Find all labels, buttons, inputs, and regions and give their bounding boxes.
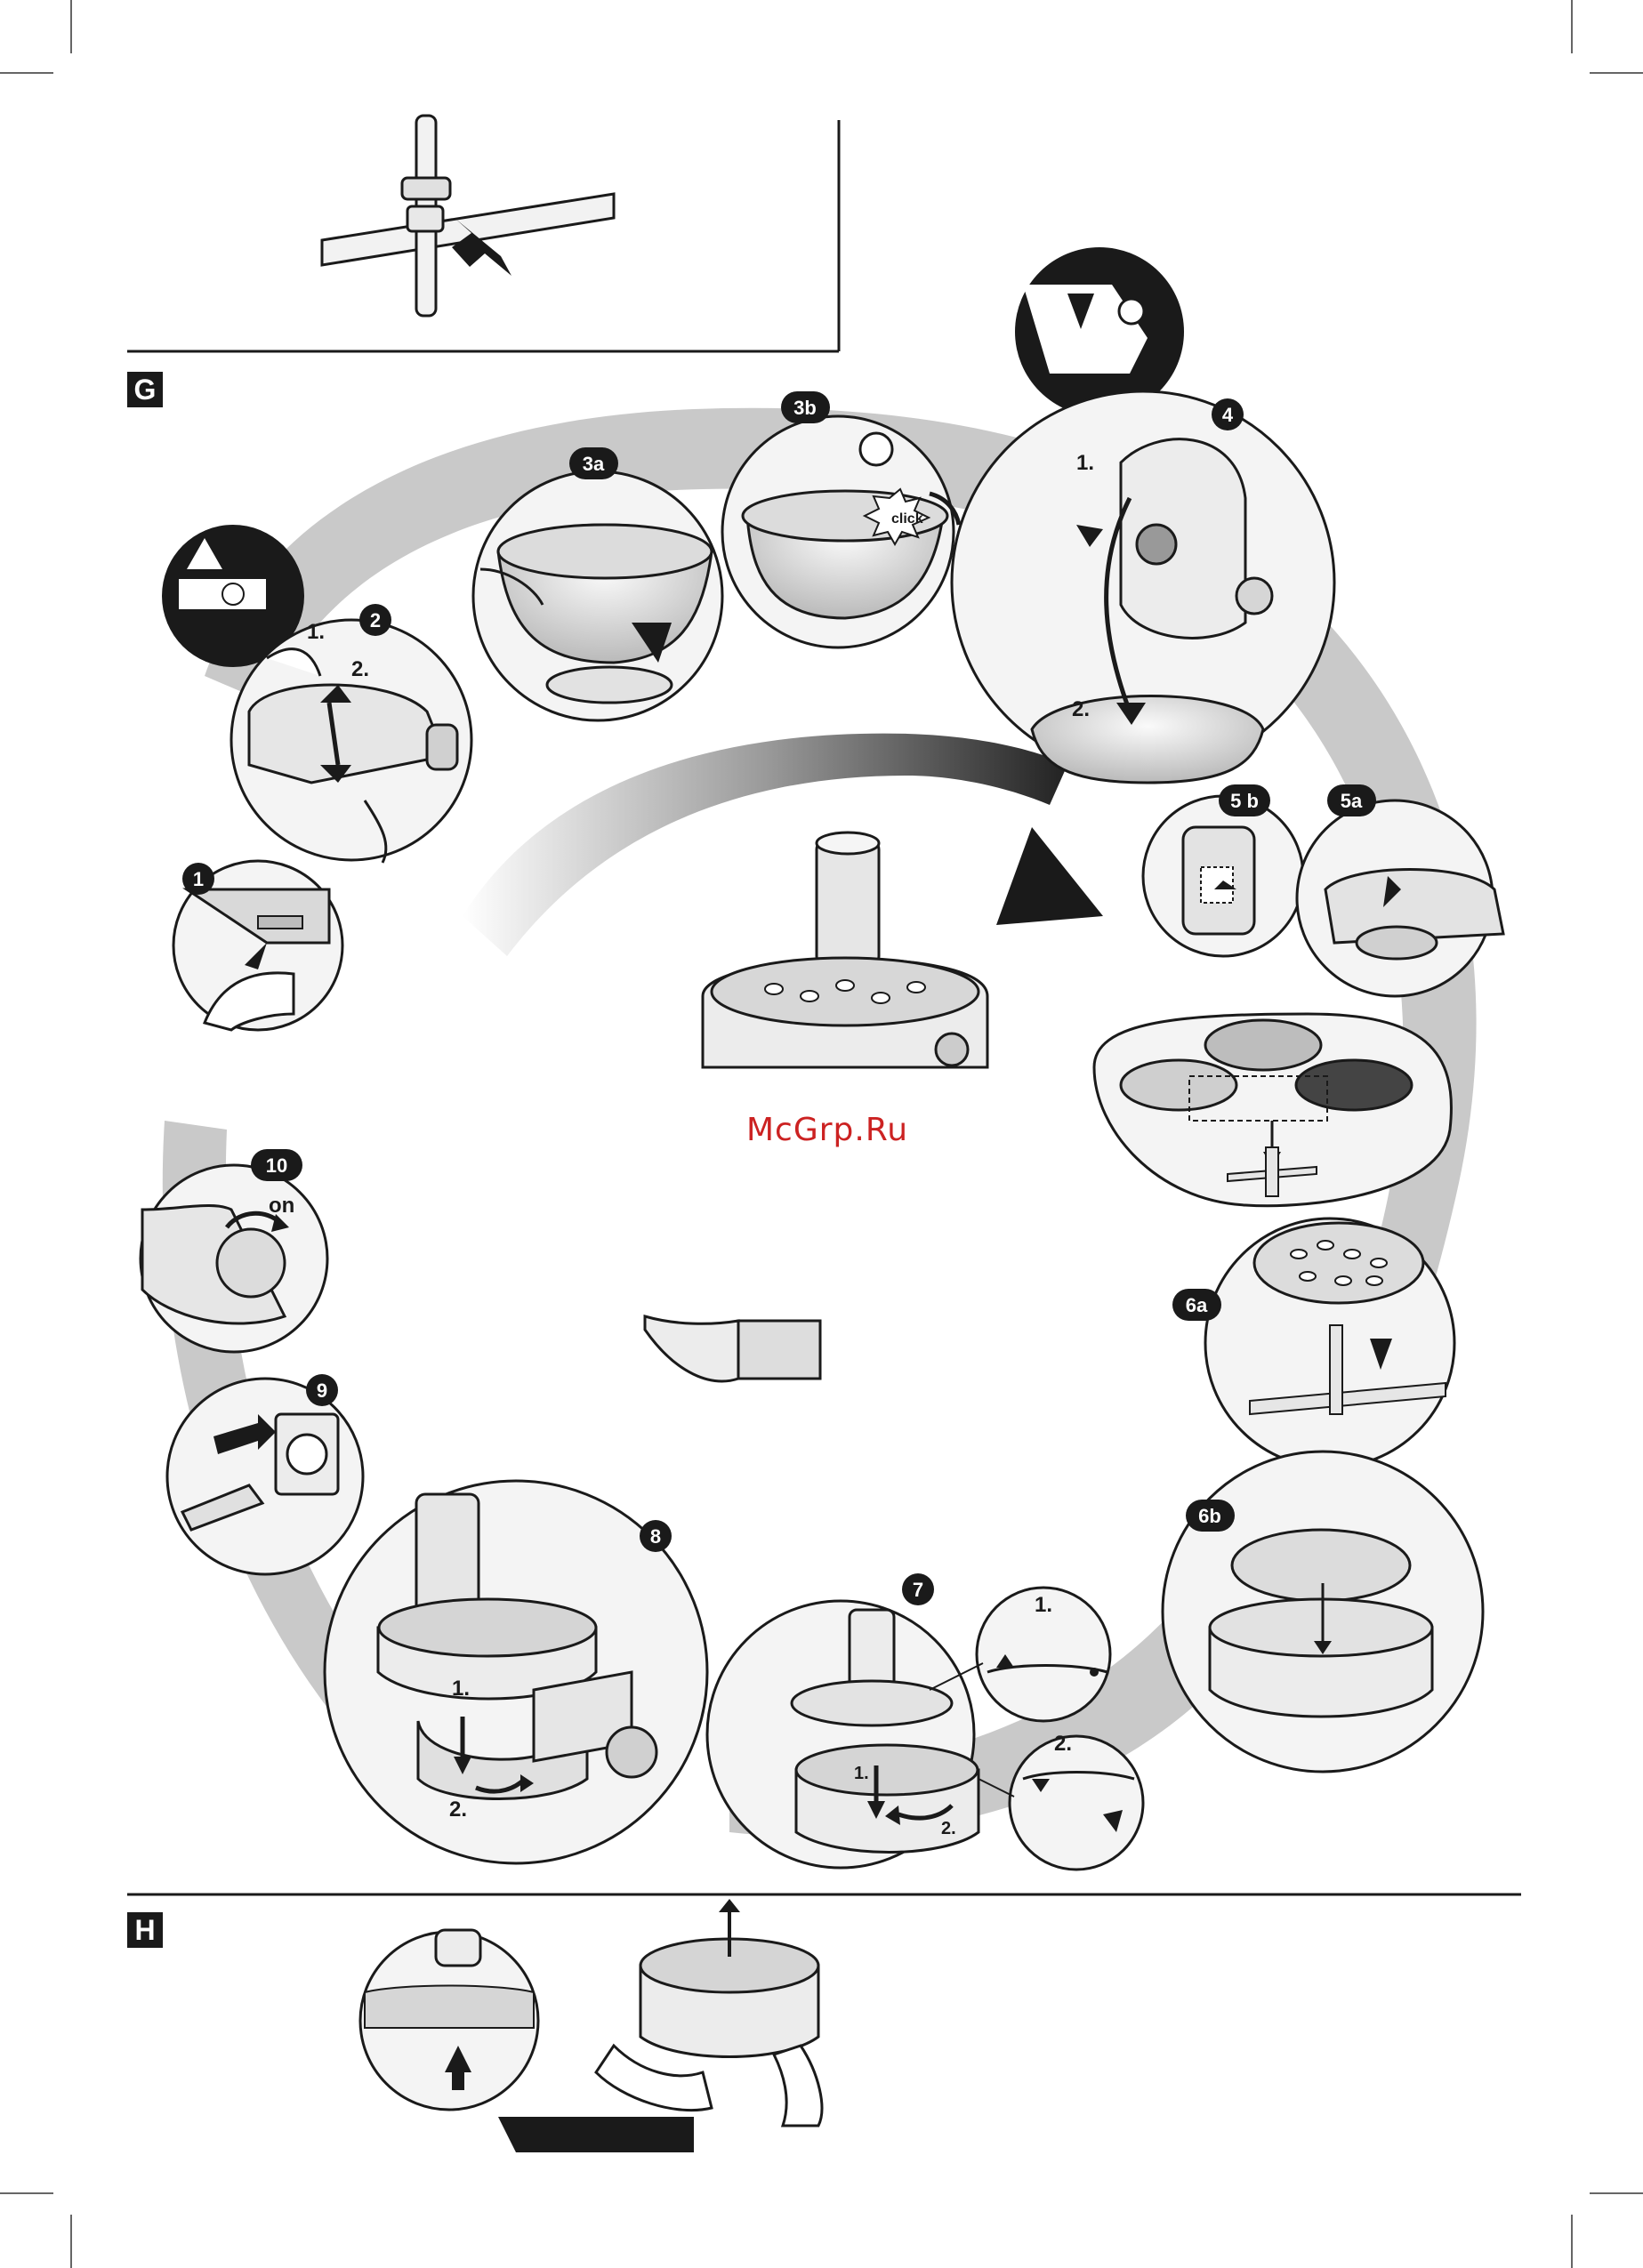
- section-h-illustration: [360, 1899, 822, 2152]
- step-5b-illustration: [1143, 796, 1303, 956]
- disc-icon: [1205, 1020, 1321, 1070]
- central-arc-arrow: [463, 734, 1103, 956]
- magnifier-2: [1010, 1736, 1143, 1870]
- step-7-inner-2: 2.: [941, 1819, 956, 1838]
- step-3a-illustration: [473, 471, 722, 720]
- step-3b-number: 3b: [793, 397, 817, 419]
- step-3a-number: 3a: [583, 453, 605, 475]
- step-7-callout-1: 1.: [1035, 1593, 1052, 1617]
- disc-icon: [1121, 1060, 1236, 1110]
- step-8-number: 8: [650, 1525, 661, 1548]
- disc-icon: [1296, 1060, 1412, 1110]
- step-7-inner-1: 1.: [854, 1764, 869, 1783]
- step-9-number: 9: [317, 1379, 327, 1402]
- step-8-callout-2: 2.: [449, 1798, 467, 1822]
- click-label: click: [891, 511, 923, 527]
- central-machine-illustration: [645, 832, 987, 1381]
- step-9-illustration: [167, 1379, 363, 1574]
- step-2-illustration: [231, 620, 471, 863]
- arrow-icon: [996, 827, 1103, 925]
- step-5b-number: 5 b: [1230, 790, 1259, 812]
- on-label: on: [269, 1194, 294, 1218]
- step-7-number: 7: [913, 1579, 923, 1601]
- step-6a-number: 6a: [1186, 1294, 1208, 1316]
- step-10-illustration: [141, 1165, 327, 1352]
- arrow-icon: [719, 1899, 740, 1912]
- step-2-callout-2: 2.: [351, 657, 369, 681]
- step-6a-illustration: [1205, 1218, 1454, 1468]
- watermark: McGrp.Ru: [729, 1112, 925, 1148]
- step-6b-number: 6b: [1198, 1505, 1221, 1527]
- step-1-number: 1: [193, 868, 204, 890]
- disc-icon: [1232, 1530, 1410, 1601]
- step-2-callout-1: 1.: [307, 620, 325, 644]
- step-4-illustration: [952, 391, 1334, 783]
- step-4-number: 4: [1222, 404, 1234, 426]
- step-5a-number: 5a: [1341, 790, 1363, 812]
- disc-icon: [1254, 1223, 1423, 1303]
- step-4-callout-1: 1.: [1076, 451, 1094, 475]
- step-7-callout-2: 2.: [1054, 1732, 1072, 1756]
- shaft-assembly-illustration: [322, 116, 614, 316]
- step-2-number: 2: [370, 609, 381, 631]
- disc-selection-panel: [1094, 1014, 1451, 1206]
- step-8-callout-1: 1.: [452, 1677, 470, 1701]
- step-4-callout-2: 2.: [1072, 697, 1090, 721]
- step-10-number: 10: [266, 1154, 287, 1177]
